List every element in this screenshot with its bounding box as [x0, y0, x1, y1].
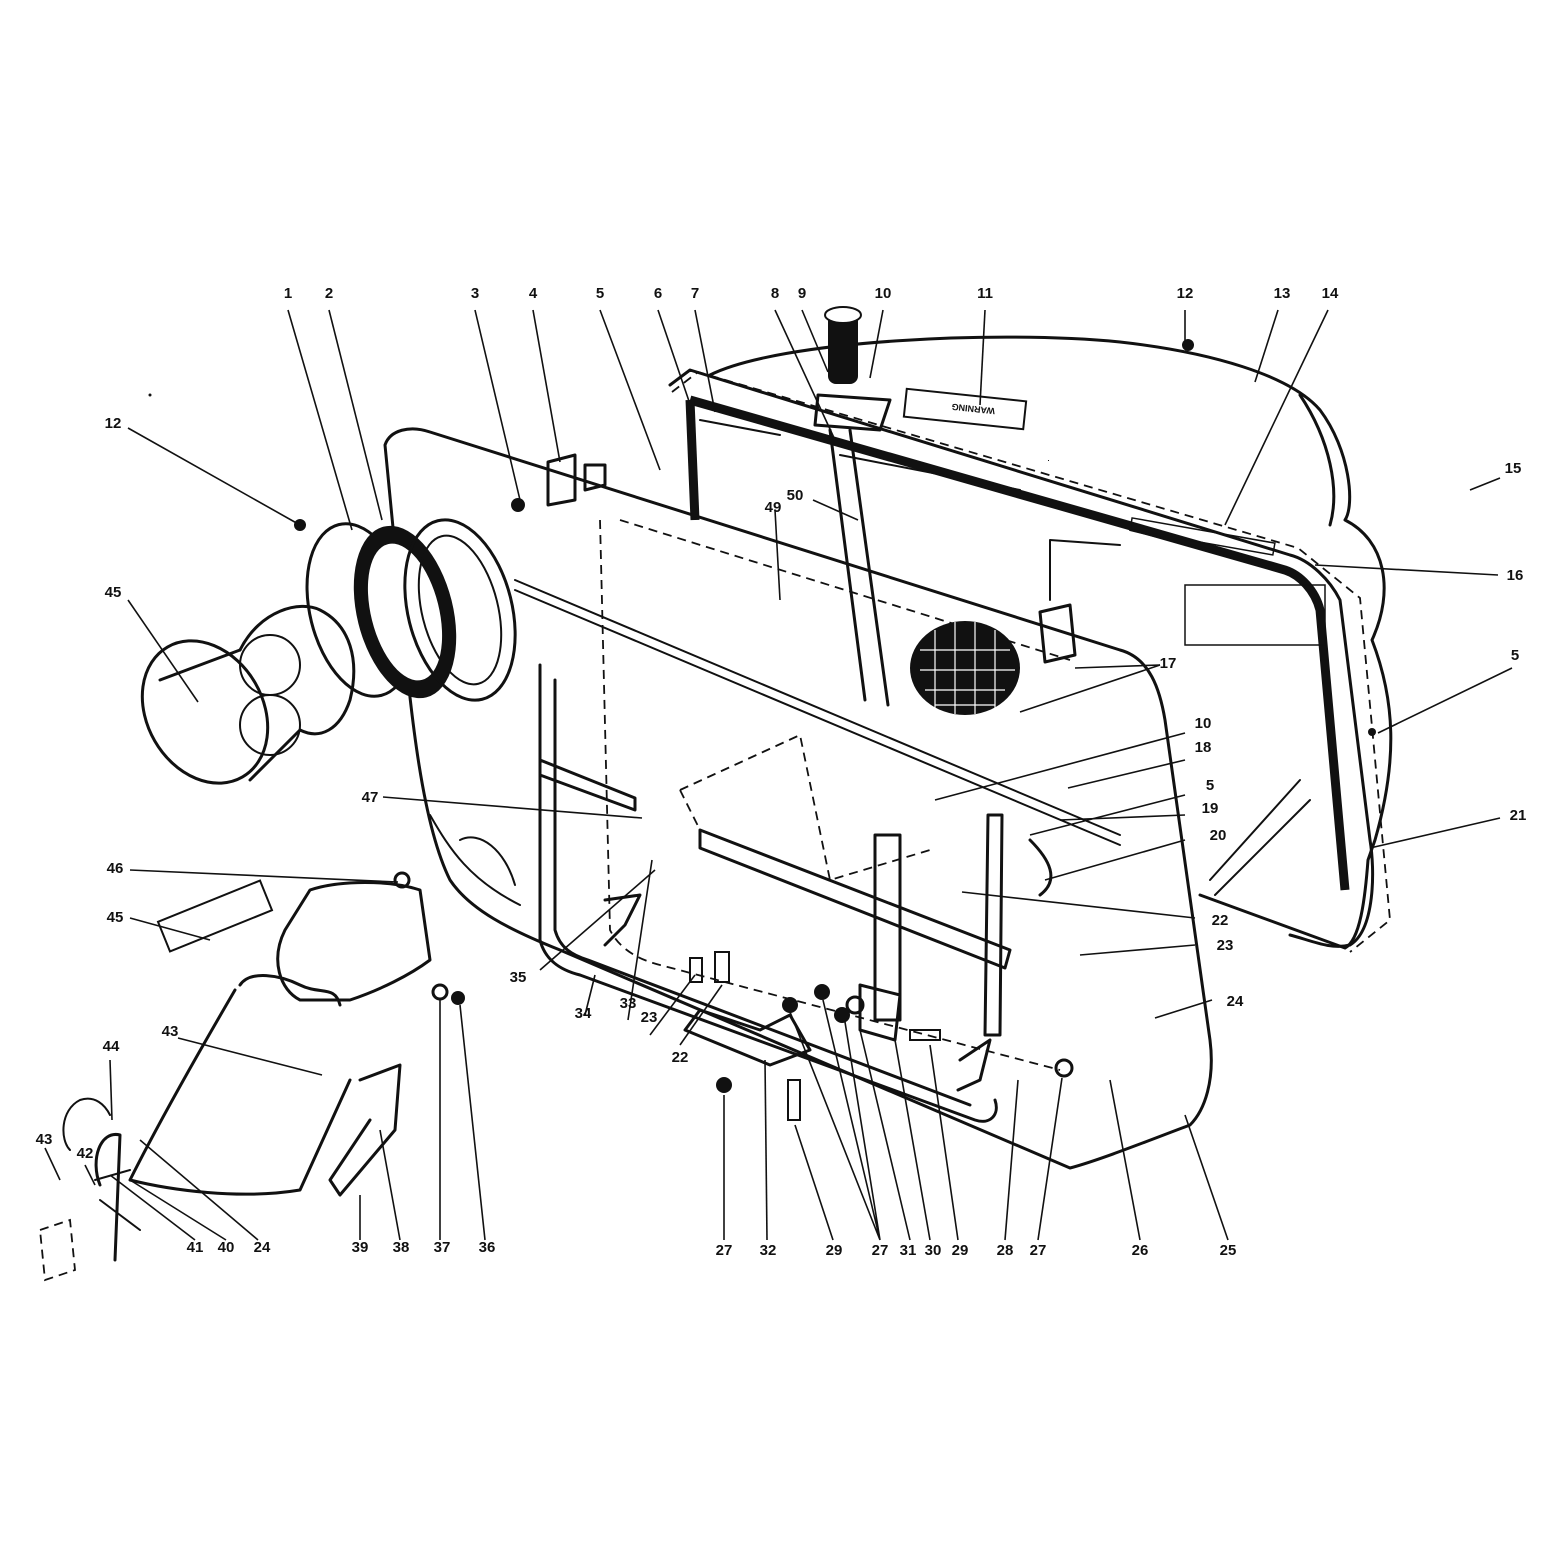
hardware — [294, 339, 1376, 1121]
callout-39: 39 — [352, 1239, 369, 1256]
leader-lines — [44, 309, 1513, 1241]
callout-13: 13 — [1274, 285, 1291, 302]
callout-11: 11 — [977, 285, 993, 302]
callout-32: 32 — [760, 1242, 777, 1259]
callout-20: 20 — [1210, 827, 1227, 844]
callout-5: 5 — [596, 285, 604, 302]
callout-29: 29 — [826, 1242, 843, 1259]
main-housing — [383, 427, 1213, 1170]
callout-6: 6 — [654, 285, 662, 302]
callout-24: 24 — [254, 1239, 271, 1256]
callout-41: 41 — [187, 1239, 204, 1256]
callout-31: 31 — [900, 1242, 917, 1259]
handle-assembly — [813, 306, 902, 1022]
callout-10: 10 — [1195, 715, 1212, 732]
callout-8: 8 — [771, 285, 779, 302]
callout-45: 45 — [107, 909, 124, 926]
callout-47: 47 — [362, 789, 379, 806]
callout-25: 25 — [1220, 1242, 1237, 1259]
callout-28: 28 — [997, 1242, 1014, 1259]
callout-12: 12 — [105, 415, 122, 432]
callout-29: 29 — [952, 1242, 969, 1259]
callout-3: 3 — [471, 285, 479, 302]
callout-7: 7 — [691, 285, 699, 302]
callout-34: 34 — [575, 1005, 592, 1022]
callout-43: 43 — [36, 1131, 53, 1148]
callout-42: 42 — [77, 1145, 94, 1162]
callout-43: 43 — [162, 1023, 179, 1040]
callout-2: 2 — [325, 285, 333, 302]
callout-21: 21 — [1510, 807, 1527, 824]
callout-4: 4 — [529, 285, 538, 302]
callout-33: 33 — [620, 995, 637, 1012]
callout-19: 19 — [1202, 800, 1219, 817]
callout-10: 10 — [875, 285, 892, 302]
discharge-chute-assembly — [39, 393, 517, 1282]
callout-50: 50 — [787, 487, 804, 504]
callout-5: 5 — [1206, 777, 1214, 794]
callout-46: 46 — [107, 860, 124, 877]
callout-22: 22 — [1212, 912, 1229, 929]
callout-36: 36 — [479, 1239, 496, 1256]
callout-35: 35 — [510, 969, 527, 986]
callout-12: 12 — [1177, 285, 1194, 302]
callout-22: 22 — [672, 1049, 689, 1066]
callout-26: 26 — [1132, 1242, 1149, 1259]
callout-14: 14 — [1322, 285, 1339, 302]
callout-1: 1 — [284, 285, 292, 302]
callout-44: 44 — [103, 1038, 120, 1055]
callout-24: 24 — [1227, 993, 1244, 1010]
callout-37: 37 — [434, 1239, 451, 1256]
callout-38: 38 — [393, 1239, 410, 1256]
callout-5: 5 — [1511, 647, 1519, 664]
callout-17: 17 — [1160, 655, 1177, 672]
callout-27: 27 — [1030, 1242, 1047, 1259]
callout-27: 27 — [716, 1242, 733, 1259]
callout-40: 40 — [218, 1239, 235, 1256]
mesh-screen — [910, 621, 1020, 715]
callout-23: 23 — [641, 1009, 658, 1026]
callout-16: 16 — [1507, 567, 1524, 584]
callout-labels: 1 2 3 4 5 6 7 8 9 10 11 12 13 14 15 16 5… — [36, 285, 1527, 1259]
callout-18: 18 — [1195, 739, 1212, 756]
callout-9: 9 — [798, 285, 806, 302]
callout-45: 45 — [105, 584, 122, 601]
callout-23: 23 — [1217, 937, 1234, 954]
bag-cover-assembly: WARNING — [668, 335, 1393, 953]
warning-decal: WARNING — [951, 402, 995, 416]
callout-30: 30 — [925, 1242, 942, 1259]
callout-49: 49 — [765, 499, 782, 516]
callout-27: 27 — [872, 1242, 889, 1259]
callout-15: 15 — [1505, 460, 1522, 477]
